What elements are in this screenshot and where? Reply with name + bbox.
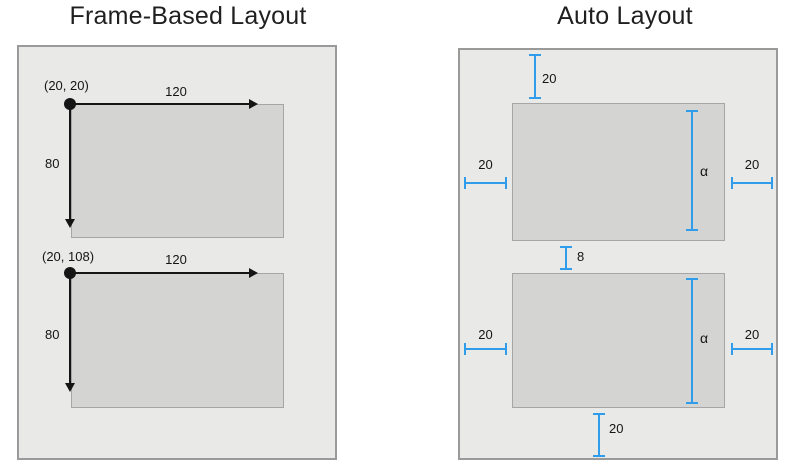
top-margin-measure	[529, 54, 541, 99]
frame-view-2-origin-label: (20, 108)	[42, 249, 95, 264]
view-2-trailing-measure	[731, 343, 773, 355]
view-1-leading-measure	[464, 177, 507, 189]
frame-view-1	[71, 104, 284, 238]
item-spacing-measure	[560, 246, 572, 270]
bottom-margin-label: 20	[609, 421, 624, 436]
frame-view-2-width-arrow	[70, 268, 258, 278]
bottom-margin-measure	[593, 413, 605, 457]
view-1-trailing-label: 20	[744, 157, 760, 172]
view-1-trailing-measure	[731, 177, 773, 189]
frame-view-2-height-arrow	[65, 273, 75, 392]
item-spacing-label: 8	[577, 249, 585, 264]
view-2-height-measure	[686, 278, 698, 404]
auto-layout-title: Auto Layout	[557, 2, 693, 30]
top-margin-label: 20	[542, 71, 557, 86]
frame-view-1-width-label: 120	[165, 84, 187, 99]
view-2-height-label: α	[700, 330, 709, 346]
frame-layout-canvas: (20, 20) 120 80 (20, 108) 120 80	[17, 45, 337, 460]
frame-view-1-height-arrow	[65, 104, 75, 228]
frame-view-1-origin-dot	[64, 98, 76, 110]
view-1-height-measure	[686, 110, 698, 231]
frame-view-2	[71, 273, 284, 408]
view-2-trailing-label: 20	[744, 327, 760, 342]
view-1-height-label: α	[700, 163, 709, 179]
view-1-leading-label: 20	[478, 157, 493, 172]
view-2-leading-measure	[464, 343, 507, 355]
frame-layout-title: Frame-Based Layout	[69, 2, 307, 30]
frame-view-1-width-arrow	[70, 99, 258, 109]
frame-view-2-height-label: 80	[45, 327, 60, 342]
frame-view-1-origin-label: (20, 20)	[44, 78, 89, 93]
auto-layout-canvas: 20 20 20 α 8 20 20 α 20	[458, 48, 778, 460]
auto-view-1	[512, 103, 725, 241]
frame-view-2-origin-dot	[64, 267, 76, 279]
frame-view-2-width-label: 120	[165, 252, 187, 267]
view-2-leading-label: 20	[478, 327, 493, 342]
auto-view-2	[512, 273, 725, 408]
frame-view-1-height-label: 80	[45, 156, 60, 171]
